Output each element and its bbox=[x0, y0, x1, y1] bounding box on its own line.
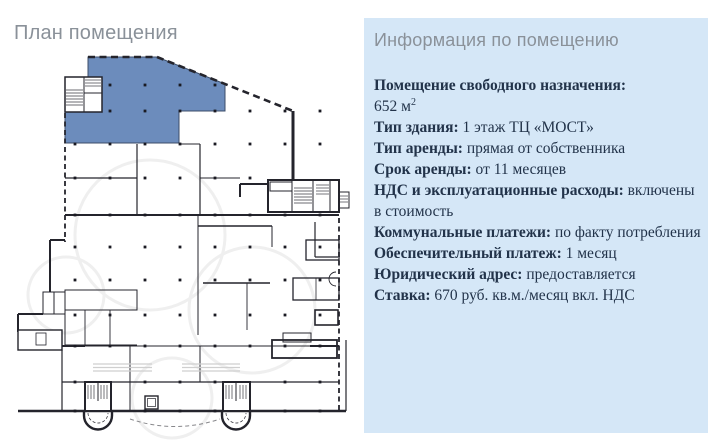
canopy-lines bbox=[93, 363, 240, 372]
detail-row: Тип здания: 1 этаж ТЦ «МОСТ» bbox=[374, 119, 594, 136]
detail-row: Ставка: 670 руб. кв.м./месяц вкл. НДС bbox=[374, 287, 635, 304]
detail-row: Коммунальные платежи: по факту потреблен… bbox=[374, 224, 701, 241]
elevator bbox=[144, 395, 159, 410]
entrance-bay-left bbox=[82, 411, 114, 431]
info-panel: Информация по помещению Помещение свобод… bbox=[364, 18, 708, 433]
interior-walls bbox=[17, 143, 347, 413]
plan-title: План помещения bbox=[14, 22, 178, 44]
floor-plan bbox=[17, 55, 350, 440]
column-grid bbox=[73, 83, 322, 413]
detail-area-label: Помещение свободного назначения: bbox=[374, 77, 627, 94]
stair-core-right bbox=[222, 381, 251, 412]
entry-path-arc bbox=[129, 418, 221, 427]
detail-row: НДС и эксплуатационные расходы: включены… bbox=[374, 182, 695, 220]
stairwell-right bbox=[239, 179, 350, 213]
panel-title: Информация по помещению bbox=[374, 30, 619, 50]
detail-row: Срок аренды: от 11 месяцев bbox=[374, 161, 567, 178]
stair-core-left bbox=[84, 381, 112, 412]
detail-row: Юридический адрес: предоставляется bbox=[374, 266, 636, 283]
detail-row: Обеспечительный платеж: 1 месяц bbox=[374, 245, 617, 262]
detail-area-value: 652 м2 bbox=[374, 96, 416, 115]
stairwell-top-left bbox=[64, 76, 103, 113]
property-details: Помещение свободного назначения: 652 м2 … bbox=[374, 75, 704, 306]
entrance-bay-right bbox=[220, 411, 252, 431]
detail-row: Тип аренды: прямая от собственника bbox=[374, 140, 626, 157]
